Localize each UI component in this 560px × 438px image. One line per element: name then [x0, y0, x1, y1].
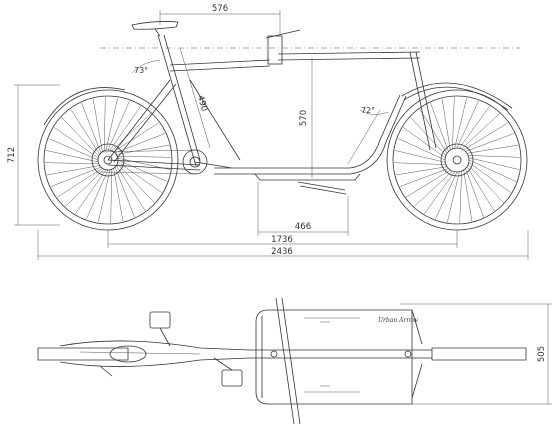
front-wheel [386, 82, 528, 231]
spoke [461, 113, 500, 150]
top-rear-wheel [37, 347, 129, 361]
dim-seat-reach: 576 [159, 4, 281, 35]
spoke [454, 97, 467, 149]
dim-cargo-length-label: 466 [295, 222, 311, 232]
spoke [111, 113, 151, 151]
spoke [394, 162, 446, 165]
spoke [81, 102, 102, 154]
spoke [447, 171, 460, 223]
spoke [45, 150, 99, 163]
spoke [45, 162, 99, 165]
side-view: 576 73° 490 570 72° 712 [7, 4, 529, 260]
dim-overall-height: 712 [7, 84, 60, 226]
spoke [410, 117, 447, 156]
spoke [406, 169, 451, 198]
spoke [452, 97, 455, 149]
dim-cargo-length: 466 [257, 182, 349, 236]
seat-angle: 73° [131, 59, 161, 75]
head-angle: 72° [347, 106, 389, 165]
spoke [435, 171, 458, 220]
spoke [430, 102, 449, 152]
spoke [116, 144, 170, 155]
dim-wheelbase: 1736 [107, 230, 458, 248]
spoke [57, 168, 103, 198]
spoke [117, 155, 171, 158]
spoke [117, 163, 155, 203]
dim-overall-length-label: 2436 [271, 247, 293, 257]
spoke [465, 168, 484, 218]
spoke [107, 100, 130, 151]
spoke [465, 133, 515, 152]
spoke [113, 168, 124, 222]
spoke [54, 127, 99, 159]
spoke [105, 97, 118, 151]
spoke [468, 159, 517, 182]
dim-seat-tube: 490 [179, 47, 211, 149]
spoke [441, 98, 451, 151]
spoke [467, 164, 504, 203]
spoke [75, 169, 107, 214]
dim-wheelbase-label: 1736 [271, 235, 293, 245]
spoke [103, 97, 106, 151]
dim-cargo-height: 570 [299, 58, 313, 178]
top-frame: Urban Arrow [59, 297, 432, 425]
spoke [114, 166, 135, 218]
spoke [98, 169, 111, 223]
spoke [463, 169, 473, 222]
spoke [414, 170, 453, 207]
dim-seat-reach-label: 576 [212, 4, 228, 14]
spoke [117, 161, 162, 193]
spoke [86, 169, 109, 220]
spoke [117, 159, 168, 182]
spoke [46, 165, 100, 176]
spoke [468, 155, 520, 158]
spoke [70, 109, 100, 155]
top-pedal-right [221, 369, 243, 387]
spoke [395, 166, 448, 176]
head-angle-label: 72° [361, 106, 375, 115]
spoke [456, 100, 479, 149]
spoke [468, 157, 520, 170]
top-front-wheel [431, 347, 527, 361]
seat-angle-label: 73° [134, 66, 148, 75]
dim-cargo-width-label: 505 [537, 346, 547, 362]
spoke [61, 117, 99, 157]
spoke [424, 171, 455, 214]
spoke [116, 165, 146, 211]
dim-cargo-height-label: 570 [299, 110, 309, 126]
spoke [466, 166, 495, 211]
top-pedal-left [149, 311, 171, 329]
dim-cargo-width: 505 [400, 303, 552, 405]
cargo-logo: Urban Arrow [378, 317, 419, 324]
bike-frame [43, 21, 474, 195]
dim-overall-length: 2436 [37, 230, 529, 260]
top-view: Urban Arrow 505 [37, 297, 552, 425]
spoke [114, 133, 166, 154]
spoke [397, 138, 446, 161]
spoke [109, 106, 141, 151]
rear-wheel [37, 89, 179, 231]
spoke [110, 169, 113, 223]
spoke [419, 109, 448, 154]
spoke [466, 144, 519, 154]
spoke [65, 169, 105, 207]
spoke [48, 138, 99, 161]
spoke [459, 171, 462, 223]
dim-overall-height-label: 712 [7, 147, 17, 163]
spoke [399, 168, 449, 187]
spoke [468, 162, 511, 193]
spoke [394, 150, 446, 163]
spoke [50, 166, 102, 187]
spoke [403, 127, 446, 158]
spoke [113, 122, 159, 152]
spoke [92, 98, 103, 152]
dim-seat-tube-label: 490 [195, 94, 209, 112]
spoke [459, 106, 490, 149]
spoke [463, 122, 508, 151]
top-cargo-box [255, 309, 413, 405]
